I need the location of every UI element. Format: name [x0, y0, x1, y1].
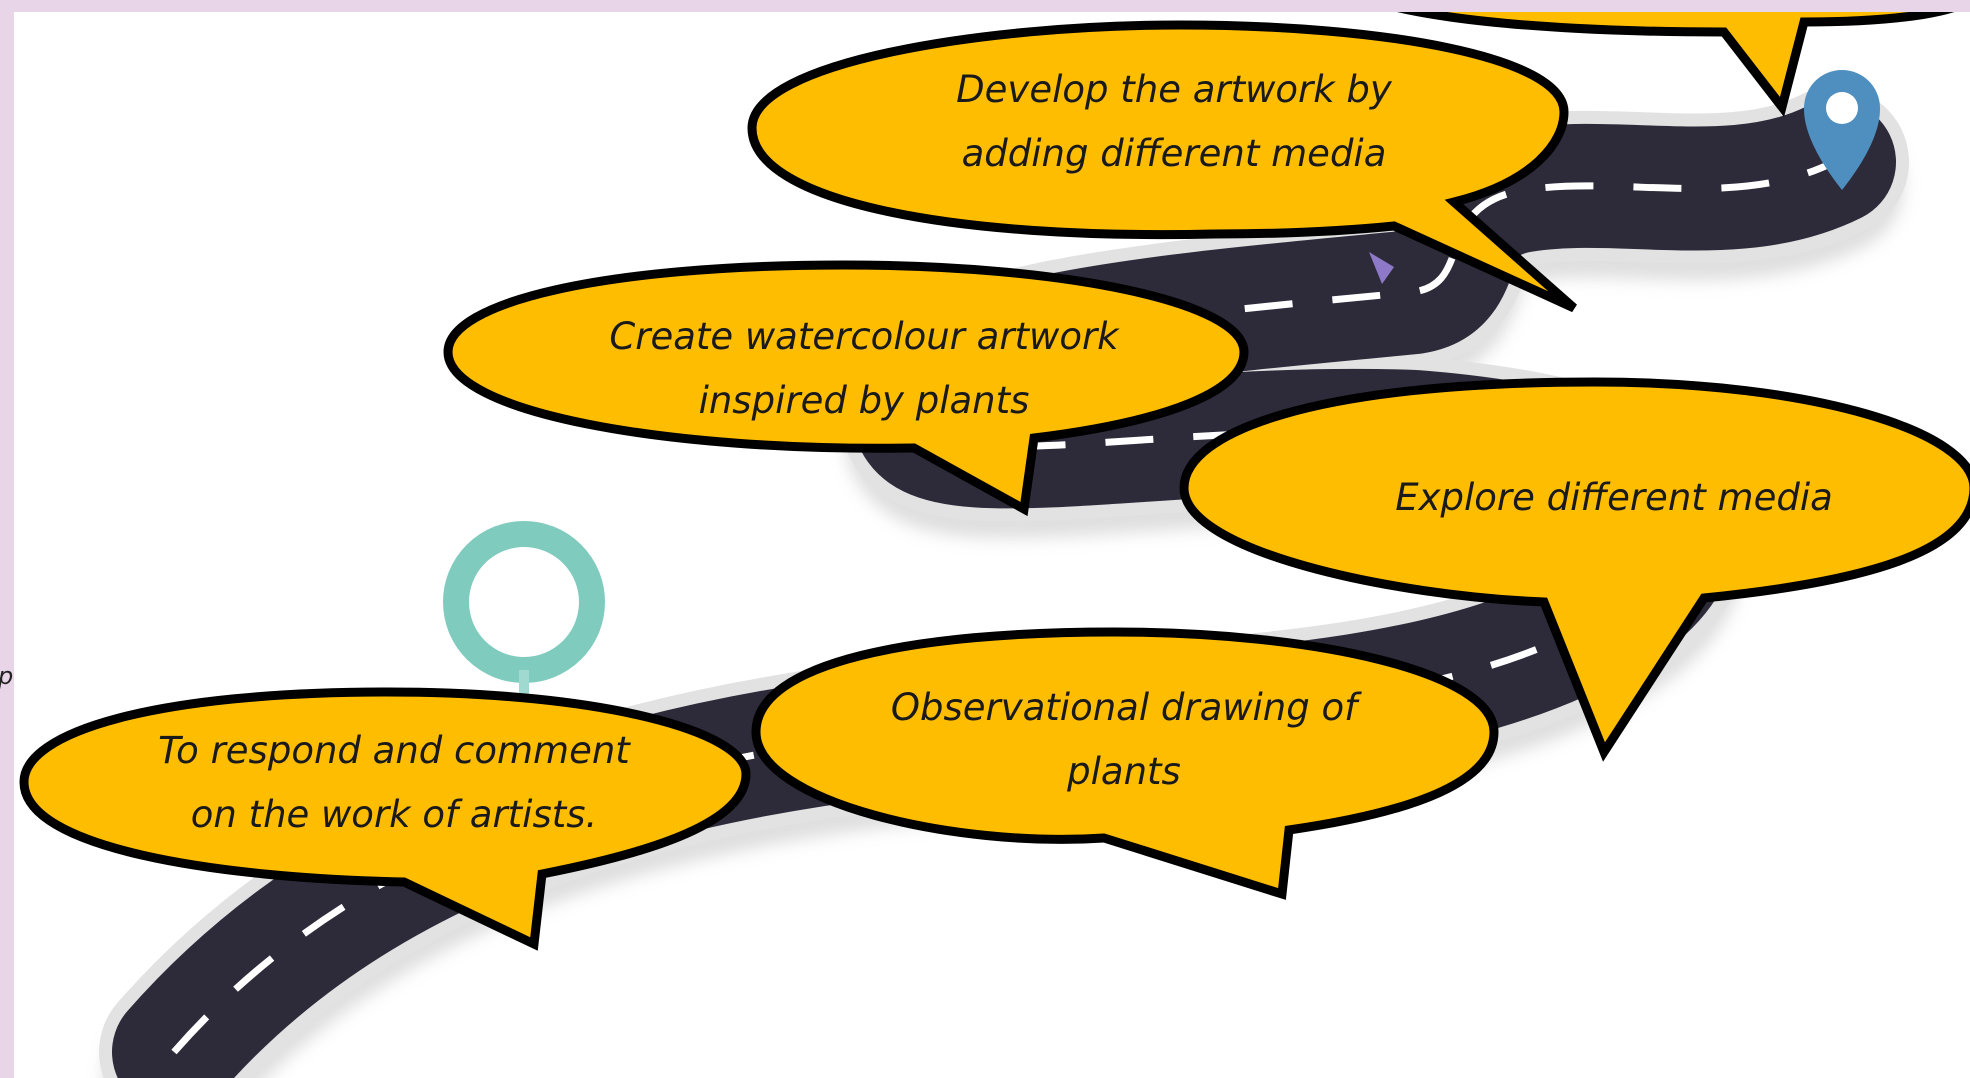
step-observational-line2: plants [1067, 750, 1181, 793]
step-observational-line1: Observational drawing of [890, 686, 1358, 729]
step-respond-text: To respond and comment on the work of ar… [114, 719, 674, 847]
step-develop-text: Develop the artwork by adding different … [914, 58, 1434, 186]
speech-bubble-respond [19, 687, 751, 951]
step-explore-line1: Explore different media [1395, 476, 1833, 519]
speech-bubble-develop [747, 20, 1577, 313]
step-respond-line1: To respond and comment [158, 729, 630, 772]
roadmap-canvas: Develop the artwork by adding different … [14, 12, 1970, 1078]
speech-bubble-watercolour [443, 260, 1249, 517]
step-watercolour-line1: Create watercolour artwork [609, 315, 1119, 358]
speech-bubble-observational [751, 627, 1499, 900]
roadmap-illustration [19, 12, 1970, 1078]
small-pin-icon [1369, 252, 1394, 284]
step-observational-text: Observational drawing of plants [864, 676, 1384, 804]
step-develop-line2: adding different media [961, 132, 1387, 175]
step-watercolour-text: Create watercolour artwork inspired by p… [584, 305, 1144, 433]
map-pin-icon [1804, 70, 1880, 190]
speech-bubble-top [1397, 12, 1955, 118]
step-explore-text: Explore different media [1364, 466, 1864, 530]
step-respond-line2: on the work of artists. [190, 793, 598, 836]
step-develop-line1: Develop the artwork by [956, 68, 1392, 111]
speech-bubble-explore [1179, 377, 1970, 762]
step-watercolour-line2: inspired by plants [698, 379, 1030, 422]
